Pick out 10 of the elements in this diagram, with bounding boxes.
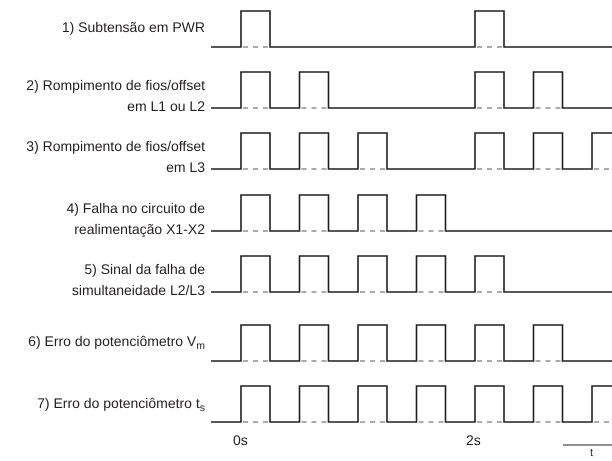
signal-label: 6) Erro do potenciômetro V$_{m}$ — [28, 332, 205, 352]
signal-label: 1) Subtensão em PWR — [62, 18, 205, 37]
time-tick-label: 0s — [233, 432, 248, 448]
signal-label: 5) Sinal da falha de simultaneidade L2/L3 — [70, 260, 205, 300]
time-tick-label: 2s — [466, 432, 481, 448]
signal-label: 3) Rompimento de fios/offset em L3 — [25, 137, 205, 177]
signal-label: 7) Erro do potenciômetro t$_{s}$ — [37, 394, 205, 414]
time-axis-label: t — [590, 446, 594, 461]
signal-label: 2) Rompimento de fios/offset em L1 ou L2 — [25, 76, 205, 116]
signal-label: 4) Falha no circuito de realimentação X1-X2 — [65, 199, 205, 239]
